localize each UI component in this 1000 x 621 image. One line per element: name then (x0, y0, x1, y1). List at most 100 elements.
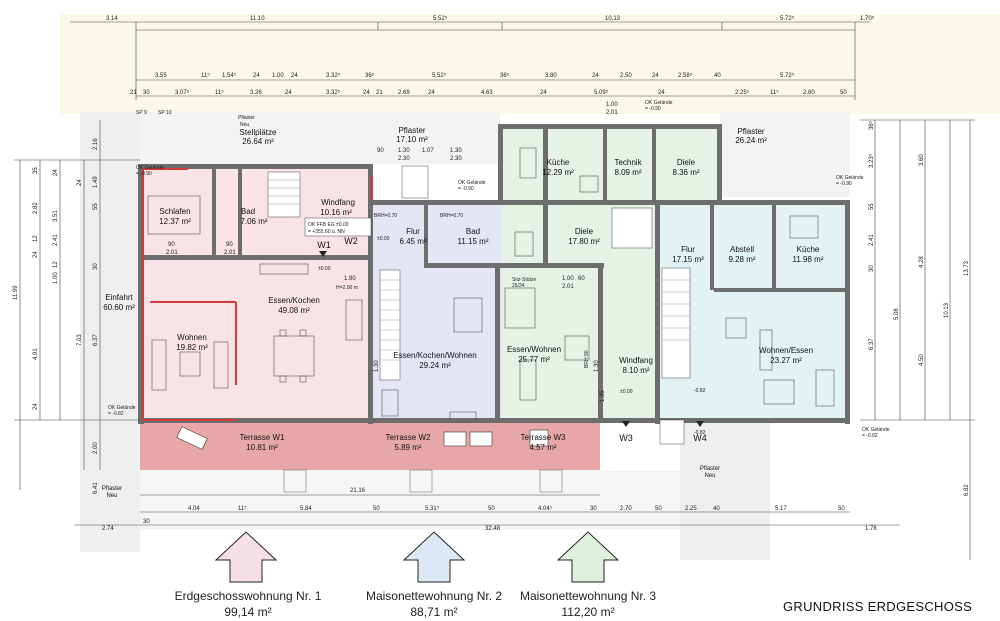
svg-text:Pflaster: Pflaster (238, 115, 255, 121)
dim-bottom-total-terrace: 21.16 (350, 488, 366, 494)
svg-text:4.57 m²: 4.57 m² (529, 443, 556, 452)
svg-text:5.17: 5.17 (775, 506, 787, 512)
svg-text:= -0.90: = -0.90 (836, 181, 852, 187)
svg-text:55: 55 (93, 203, 99, 210)
svg-text:2.70: 2.70 (620, 506, 632, 512)
ground-shade-left (80, 112, 140, 552)
svg-text:7.03: 7.03 (77, 334, 83, 346)
svg-text:55: 55 (869, 203, 875, 210)
svg-text:24: 24 (291, 73, 298, 79)
dims-misc: 90 1.30 1.07 1.30 2.30 2.30 1.00 2.01 90… (166, 102, 618, 402)
svg-text:2.82: 2.82 (33, 202, 39, 214)
svg-text:5.72⁵: 5.72⁵ (780, 72, 795, 79)
outdoor-pflaster-neu-left: Pflaster (102, 486, 122, 492)
svg-text:1.30: 1.30 (374, 360, 380, 372)
outdoor-pflaster-mid: Pflaster (398, 126, 425, 135)
outdoor-pflaster-right: Pflaster (737, 127, 764, 136)
svg-text:1.78: 1.78 (865, 526, 877, 532)
dims-left: 11.99 4.91 6.41 2.82 3.51 2.41 1.00 7.03… (13, 138, 99, 494)
room-bad-2: Bad (466, 227, 480, 236)
svg-text:2.25⁵: 2.25⁵ (735, 89, 750, 96)
svg-text:11⁵: 11⁵ (238, 505, 247, 512)
bottom-dimension-lines (74, 494, 900, 526)
room-flur-1: Flur (406, 227, 420, 236)
svg-text:2.41: 2.41 (53, 234, 59, 246)
svg-text:5.52⁵: 5.52⁵ (432, 72, 447, 79)
svg-text:24: 24 (33, 403, 39, 410)
outdoor-pflaster-neu-right: Pflaster (700, 466, 720, 472)
svg-text:OK FFB EG ±0.00: OK FFB EG ±0.00 (308, 222, 349, 228)
svg-text:2.16: 2.16 (93, 138, 99, 150)
room-essen-wohnen: Essen/Wohnen (507, 345, 561, 354)
stairs (267, 165, 691, 445)
dims-top-row3: 21 30 3.07⁵ 11⁵ 3.26 24 3.32⁵ 24 21 2.69… (130, 89, 847, 96)
svg-text:6.41: 6.41 (93, 482, 99, 494)
svg-text:24: 24 (540, 90, 547, 96)
svg-text:OK Gelände: OK Gelände (108, 405, 136, 411)
svg-text:2.30: 2.30 (398, 156, 410, 162)
svg-text:26.24 m²: 26.24 m² (735, 136, 767, 145)
unit3-area-label: 112,20 m² (561, 605, 614, 619)
svg-text:BRH 90: BRH 90 (584, 350, 590, 368)
svg-text:36⁵: 36⁵ (868, 120, 875, 130)
svg-text:2.01: 2.01 (224, 250, 236, 256)
svg-text:5.89 m²: 5.89 m² (394, 443, 421, 452)
svg-text:2.01: 2.01 (562, 284, 574, 290)
svg-text:4.04⁵: 4.04⁵ (538, 505, 553, 512)
svg-text:29.24 m²: 29.24 m² (419, 361, 451, 370)
svg-text:24: 24 (285, 90, 292, 96)
svg-text:50: 50 (840, 90, 847, 96)
svg-text:5.84: 5.84 (300, 506, 312, 512)
svg-text:50: 50 (655, 506, 662, 512)
svg-text:24: 24 (428, 90, 435, 96)
walls (138, 124, 850, 424)
svg-text:2.00: 2.00 (93, 442, 99, 454)
svg-text:24: 24 (592, 73, 599, 79)
svg-text:-0.82: -0.82 (694, 430, 706, 436)
svg-text:1.90: 1.90 (344, 276, 356, 282)
svg-text:6.45 m²: 6.45 m² (399, 237, 426, 246)
svg-text:50: 50 (488, 506, 495, 512)
svg-text:24: 24 (33, 251, 39, 258)
svg-text:3.07⁵: 3.07⁵ (175, 89, 190, 96)
svg-text:OK Gelände: OK Gelände (645, 100, 673, 106)
svg-text:11.15 m²: 11.15 m² (458, 237, 489, 246)
svg-text:Neu: Neu (240, 122, 249, 128)
svg-text:40: 40 (714, 73, 721, 79)
svg-text:3.23⁵: 3.23⁵ (868, 153, 875, 168)
side-dimension-lines (14, 119, 975, 560)
svg-text:24: 24 (658, 90, 665, 96)
unit4-area (660, 200, 846, 420)
svg-text:2.69: 2.69 (398, 90, 410, 96)
ground-shade-right (680, 420, 770, 560)
svg-text:11⁵: 11⁵ (215, 89, 224, 96)
svg-text:24: 24 (77, 179, 83, 186)
svg-text:2.50: 2.50 (620, 73, 632, 79)
entrance-markers: W1 W2 W3 W4 (317, 236, 707, 443)
svg-text:2.74: 2.74 (102, 526, 114, 532)
svg-text:30: 30 (143, 90, 150, 96)
svg-text:1.07: 1.07 (422, 148, 434, 154)
stair-treads (268, 179, 690, 361)
page-title: GRUNDRISS ERDGESCHOSS (783, 599, 972, 614)
svg-text:1.54⁵: 1.54⁵ (222, 72, 237, 79)
svg-text:BRH=0.70: BRH=0.70 (374, 213, 397, 219)
svg-text:26.64 m²: 26.64 m² (242, 137, 274, 146)
svg-text:90: 90 (226, 242, 233, 248)
entrance-w1: W1 (317, 240, 331, 250)
svg-text:6.82: 6.82 (964, 484, 970, 496)
svg-text:5.08: 5.08 (894, 308, 900, 320)
svg-text:25.77 m²: 25.77 m² (518, 355, 550, 364)
svg-text:3.55: 3.55 (155, 73, 167, 79)
svg-text:35: 35 (33, 167, 39, 174)
unit2-area-label: 88,71 m² (410, 605, 457, 619)
svg-text:9.28 m²: 9.28 m² (728, 255, 755, 264)
svg-text:10.13: 10.13 (944, 302, 950, 318)
unit3-arrow (556, 531, 620, 583)
svg-text:17.15 m²: 17.15 m² (672, 255, 704, 264)
unit2-arrow (402, 531, 466, 583)
svg-text:H=2.00 m: H=2.00 m (336, 285, 358, 291)
dims-top-row2: 3.55 11⁵ 1.54⁵ 24 1.00 24 3.32⁵ 36⁵ 5.52… (155, 72, 795, 79)
svg-text:12.29 m²: 12.29 m² (542, 168, 574, 177)
